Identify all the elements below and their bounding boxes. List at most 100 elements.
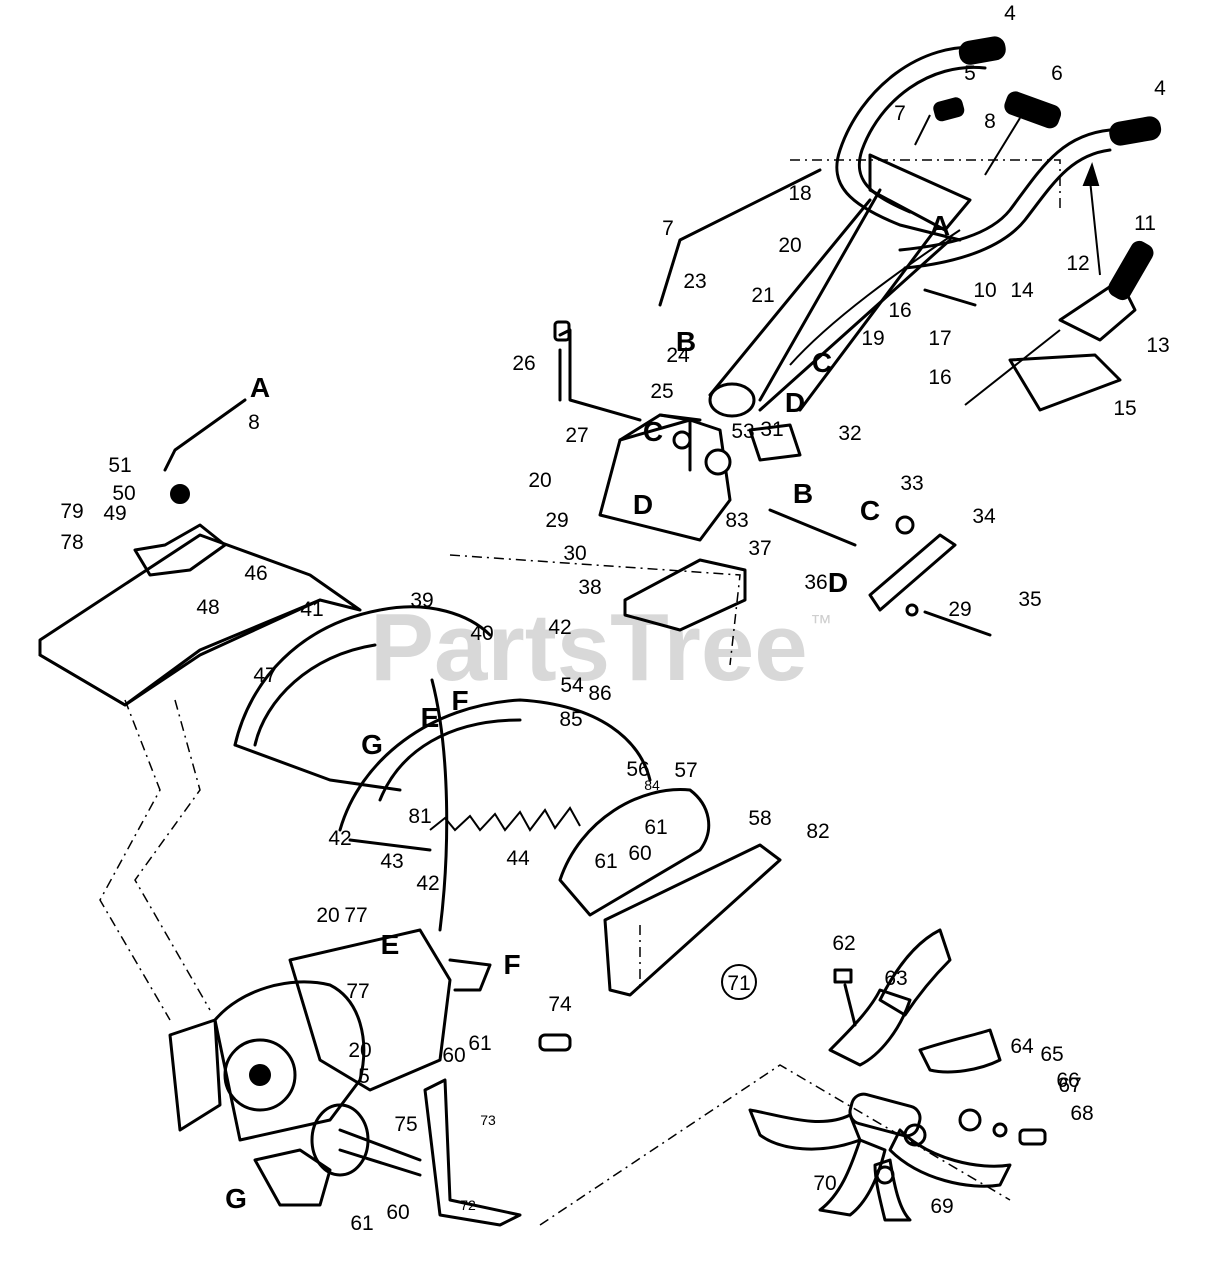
callout-61: 61: [594, 850, 617, 873]
callout-53: 53: [731, 420, 754, 443]
connector-letter-e: E: [381, 929, 400, 960]
callout-14: 14: [1010, 279, 1034, 302]
callout-65: 65: [1040, 1043, 1063, 1066]
callout-83: 83: [725, 509, 748, 532]
tine-hood: [233, 605, 782, 997]
callout-75: 75: [394, 1113, 417, 1136]
callout-49: 49: [103, 502, 126, 525]
callout-61: 61: [644, 816, 667, 839]
callout-12: 12: [1066, 252, 1089, 275]
callout-5: 5: [358, 1065, 370, 1088]
callout-29: 29: [948, 598, 971, 621]
callout-30: 30: [563, 542, 586, 565]
knob-5: [933, 97, 965, 122]
callout-35: 35: [1018, 588, 1041, 611]
callout-18: 18: [788, 182, 811, 205]
callout-17: 17: [928, 327, 951, 350]
callout-8: 8: [248, 411, 260, 434]
callout-10: 10: [973, 279, 996, 302]
connector-letter-c: C: [812, 347, 832, 378]
callout-68: 68: [1070, 1102, 1093, 1125]
callout-42: 42: [548, 616, 571, 639]
callout-78: 78: [60, 531, 83, 554]
callout-43: 43: [380, 850, 403, 873]
callout-7: 7: [662, 217, 674, 240]
callout-36: 36: [804, 571, 827, 594]
callout-56: 56: [626, 758, 649, 781]
connector-letter-f: F: [503, 949, 520, 980]
callout-70: 70: [813, 1172, 836, 1195]
connector-letter-a: A: [930, 210, 950, 241]
svg-text:71: 71: [727, 972, 750, 995]
callout-77: 77: [344, 904, 367, 927]
transmission: [99, 699, 572, 1227]
group-71-label: 71: [721, 964, 757, 1000]
connector-letter-f: F: [451, 685, 468, 716]
callout-44: 44: [506, 847, 530, 870]
callout-58: 58: [748, 807, 771, 830]
callout-23: 23: [683, 270, 706, 293]
callout-5: 5: [964, 62, 976, 85]
connector-letter-d: D: [633, 489, 653, 520]
callout-42: 42: [416, 872, 439, 895]
callout-79: 79: [60, 500, 83, 523]
callout-4: 4: [1154, 77, 1166, 100]
callout-19: 19: [861, 327, 884, 350]
callout-20: 20: [778, 234, 801, 257]
callout-31: 31: [760, 418, 783, 441]
callout-4: 4: [1004, 2, 1016, 25]
connector-letter-d: D: [828, 567, 848, 598]
callout-33: 33: [900, 472, 923, 495]
callout-20: 20: [348, 1039, 371, 1062]
callout-61: 61: [350, 1212, 373, 1235]
callout-6: 6: [1051, 62, 1063, 85]
shift-knob-6: [1004, 91, 1062, 129]
center-bracket: [553, 320, 992, 637]
tube-end: [708, 382, 756, 418]
clutch-grip-11: [1108, 240, 1154, 301]
connector-letter-g: G: [361, 729, 383, 760]
callout-63: 63: [884, 967, 907, 990]
connector-letter-b: B: [793, 478, 813, 509]
callout-60: 60: [628, 842, 651, 865]
callout-7: 7: [894, 102, 906, 125]
callout-42: 42: [328, 827, 351, 850]
callout-69: 69: [930, 1195, 953, 1218]
callout-85: 85: [559, 708, 582, 731]
callout-51: 51: [108, 454, 131, 477]
connector-letter-g: G: [225, 1183, 247, 1214]
callout-32: 32: [838, 422, 861, 445]
callout-20: 20: [316, 904, 339, 927]
callout-41: 41: [300, 598, 323, 621]
svg-text:™: ™: [810, 610, 832, 635]
callout-29: 29: [545, 509, 568, 532]
connector-letter-b: B: [676, 326, 696, 357]
callout-54: 54: [560, 674, 584, 697]
callout-24: 24: [666, 344, 690, 367]
callout-20: 20: [528, 469, 551, 492]
callout-39: 39: [410, 589, 433, 612]
right-grip: [1109, 116, 1162, 146]
callout-37: 37: [748, 537, 771, 560]
callout-64: 64: [1010, 1035, 1034, 1058]
rear-shield: [38, 398, 362, 707]
callout-60: 60: [442, 1044, 465, 1067]
callout-86: 86: [588, 682, 611, 705]
callout-66: 66: [1056, 1069, 1079, 1092]
callout-77: 77: [346, 980, 369, 1003]
callout-72: 72: [460, 1197, 476, 1213]
connector-letter-e: E: [421, 702, 440, 733]
handle-assembly: [658, 36, 1162, 418]
connector-letter-c: C: [860, 495, 880, 526]
callout-82: 82: [806, 820, 829, 843]
callout-26: 26: [512, 352, 535, 375]
tine-assembly: [539, 928, 1047, 1226]
callout-47: 47: [253, 664, 276, 687]
callout-8: 8: [984, 110, 996, 133]
callout-11: 11: [1134, 212, 1156, 235]
callout-34: 34: [972, 505, 996, 528]
callout-67: 67: [1058, 1074, 1081, 1097]
callout-73: 73: [480, 1112, 496, 1128]
